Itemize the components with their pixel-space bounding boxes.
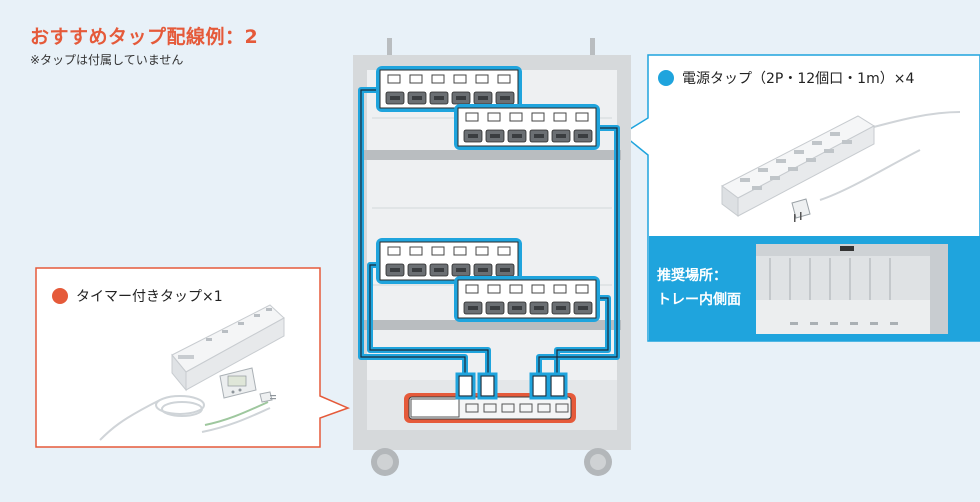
timer-tap-label: タイマー付きタップ×1	[76, 289, 223, 305]
page-note: ※タップは付属していません	[30, 53, 184, 67]
plug-icon	[455, 372, 568, 400]
timer-strip-outlets	[465, 403, 569, 413]
orange-dot-icon	[52, 288, 68, 304]
caster-wheel-icon	[371, 448, 612, 476]
power-strip-3	[376, 238, 522, 284]
power-strip-1	[376, 66, 522, 112]
power-strip-2	[454, 104, 600, 150]
callout-right-label: 電源タップ（2P・12個口・1m）×4	[658, 68, 914, 88]
callout-left-label: タイマー付きタップ×1	[52, 286, 223, 306]
blue-dot-icon	[658, 70, 674, 86]
power-strip-4	[454, 276, 600, 322]
power-strips	[376, 66, 600, 322]
power-cables-core	[360, 89, 618, 376]
timer-power-strip-icon	[99, 304, 285, 441]
power-strip-icon	[721, 111, 961, 222]
page-title: おすすめタップ配線例：2	[30, 26, 259, 48]
recommend-line-1: 推奨場所：	[657, 268, 727, 284]
tray-photo	[756, 244, 948, 334]
recommend-line-2: トレー内側面	[657, 292, 741, 308]
timer-power-strip	[404, 393, 576, 423]
recommend-location: 推奨場所： トレー内側面	[657, 264, 741, 312]
power-tap-label: 電源タップ（2P・12個口・1m）×4	[682, 71, 915, 87]
